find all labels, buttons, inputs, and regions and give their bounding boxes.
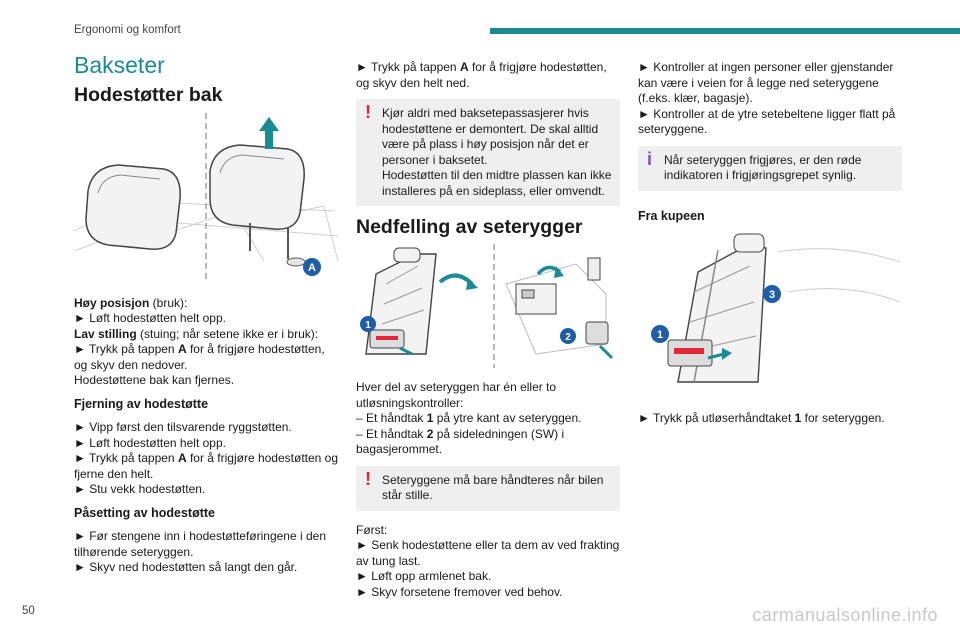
watermark: carmanualsonline.info bbox=[752, 605, 938, 625]
warning-icon: ! bbox=[365, 102, 371, 122]
info-text: Når seteryggen frigjøres, er den røde in… bbox=[664, 152, 862, 183]
info-box: i Når seteryggen frigjøres, er den røde … bbox=[638, 145, 902, 191]
remove-step-1: ► Vipp først den tilsvarende ryggstøtten… bbox=[74, 420, 292, 434]
info-icon: i bbox=[647, 148, 653, 169]
heading-rear-headrests: Hodestøtter bak bbox=[74, 83, 223, 106]
fig-label-2: 2 bbox=[565, 332, 571, 343]
heading-remove-headrest: Fjerning av hodestøtte bbox=[74, 396, 209, 411]
warning-text: Kjør aldri med baksetepassasjerer hvis h… bbox=[382, 106, 599, 167]
first-step-1: ► Senk hodestøttene eller ta dem av ved … bbox=[356, 538, 620, 568]
remove-step-2: ► Løft hodestøtten helt opp. bbox=[74, 435, 226, 450]
cabin-release-illustration: 1 3 bbox=[638, 232, 902, 403]
low-position-text: Lav stilling (stuing; når setene ikke er… bbox=[74, 326, 319, 341]
fit-step-2: ► Skyv ned hodestøtten så langt den går. bbox=[74, 560, 298, 574]
control-1: – Et håndtak 1 på ytre kant av seterygge… bbox=[356, 411, 582, 425]
section-title: Bakseter bbox=[74, 52, 165, 78]
chapter-title: Ergonomi og komfort bbox=[74, 24, 181, 36]
label-a: A bbox=[308, 262, 316, 274]
removable-note: Hodestøttene bak kan fjernes. bbox=[74, 373, 235, 387]
heading-from-cabin: Fra kupeen bbox=[638, 208, 705, 223]
first-step-2: ► Løft opp armlenet bak. bbox=[356, 569, 492, 583]
header-accent-bar bbox=[490, 28, 960, 34]
first-label: Først: bbox=[356, 522, 388, 537]
warning-box-headrests: ! Kjør aldri med baksetepassasjerer hvis… bbox=[356, 99, 620, 206]
fit-step-1: ► Før stengene inn i hodestøtteføringene… bbox=[74, 529, 327, 559]
check-step-1: ► Kontroller at ingen personer eller gje… bbox=[638, 60, 894, 105]
column-middle: ► Trykk på tappen A for å frigjøre hodes… bbox=[356, 54, 620, 600]
warning-text-2: Hodestøtten til den midtre plassen kan i… bbox=[382, 168, 612, 198]
headrest-illustration: A bbox=[73, 111, 340, 288]
high-position-step: ► Løft hodestøtten helt opp. bbox=[74, 311, 226, 325]
remove-step-3: ► Trykk på tappen A for å frigjøre hodes… bbox=[74, 451, 339, 481]
check-step-2: ► Kontroller at de ytre setebeltene ligg… bbox=[638, 106, 896, 137]
warning-icon: ! bbox=[365, 468, 371, 489]
release-handle-step: ► Trykk på utløserhåndtaket 1 for setery… bbox=[638, 410, 885, 425]
column-left: Bakseter Hodestøtter bak A Høy posisjon … bbox=[73, 52, 340, 576]
high-position-text: Høy posisjon (bruk): bbox=[74, 295, 188, 310]
column-right: ► Kontroller at ingen personer eller gje… bbox=[638, 54, 902, 426]
warning-box-stationary: ! Seteryggene må bare håndteres når bile… bbox=[356, 465, 620, 511]
seatback-fold-illustration: 1 2 bbox=[356, 243, 620, 373]
page-number: 50 bbox=[22, 605, 35, 617]
first-step-3: ► Skyv forsetene fremover ved behov. bbox=[356, 584, 563, 599]
controls-intro: Hver del av seteryggen har én eller to u… bbox=[356, 380, 557, 410]
control-2: – Et håndtak 2 på sideledningen (SW) i b… bbox=[356, 426, 565, 457]
heading-fit-headrest: Påsetting av hodestøtte bbox=[74, 505, 215, 520]
remove-step-4: ► Stu vekk hodestøtten. bbox=[74, 482, 206, 496]
fig-label-1: 1 bbox=[365, 320, 371, 331]
heading-fold-seatbacks: Nedfelling av seterygger bbox=[356, 216, 583, 238]
low-position-step: ► Trykk på tappen A for å frigjøre hodes… bbox=[74, 342, 325, 372]
fig-label-1: 1 bbox=[657, 329, 663, 341]
headrest-lower-step: ► Trykk på tappen A for å frigjøre hodes… bbox=[356, 60, 607, 90]
warning-text-stationary: Seteryggene må bare håndteres når bilen … bbox=[382, 472, 604, 503]
fig-label-3: 3 bbox=[769, 289, 775, 301]
